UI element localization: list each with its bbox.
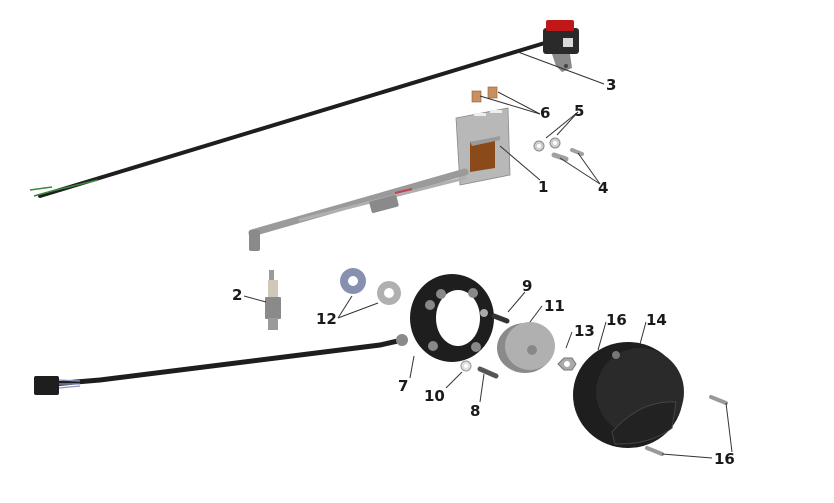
washers-5-part (533, 137, 561, 152)
callout-1: 1 (538, 178, 549, 196)
callout-10: 10 (424, 387, 445, 405)
stator-part (34, 274, 494, 395)
callout-5: 5 (574, 102, 585, 120)
callout-3: 3 (606, 76, 617, 94)
callout-12: 12 (316, 310, 337, 328)
callout-8: 8 (470, 402, 481, 420)
bolts-4-part (551, 148, 584, 162)
callout-16a: 16 (606, 311, 627, 329)
leader-lines (243, 51, 733, 459)
washers-12-part (340, 268, 401, 305)
kill-switch-part (29, 20, 579, 198)
callout-11: 11 (544, 297, 565, 315)
spark-plug-part (265, 270, 281, 330)
bolts-16-part (645, 395, 728, 456)
washer-10-part (460, 360, 472, 372)
callout-4: 4 (598, 179, 609, 197)
callout-7: 7 (398, 377, 409, 395)
callout-2: 2 (232, 286, 243, 304)
callout-16b: 16 (714, 450, 735, 468)
bolt-9-part (491, 313, 510, 324)
callout-9: 9 (522, 277, 533, 295)
callout-13: 13 (574, 322, 595, 340)
callout-6: 6 (540, 104, 551, 122)
ignition-coil-part (248, 107, 511, 251)
nut-13-part (557, 357, 577, 371)
callout-14: 14 (646, 311, 667, 329)
flywheel-part (497, 322, 555, 373)
stator-cover-part (573, 342, 684, 448)
terminals-part (471, 86, 498, 103)
bolt-8-part (477, 366, 499, 379)
